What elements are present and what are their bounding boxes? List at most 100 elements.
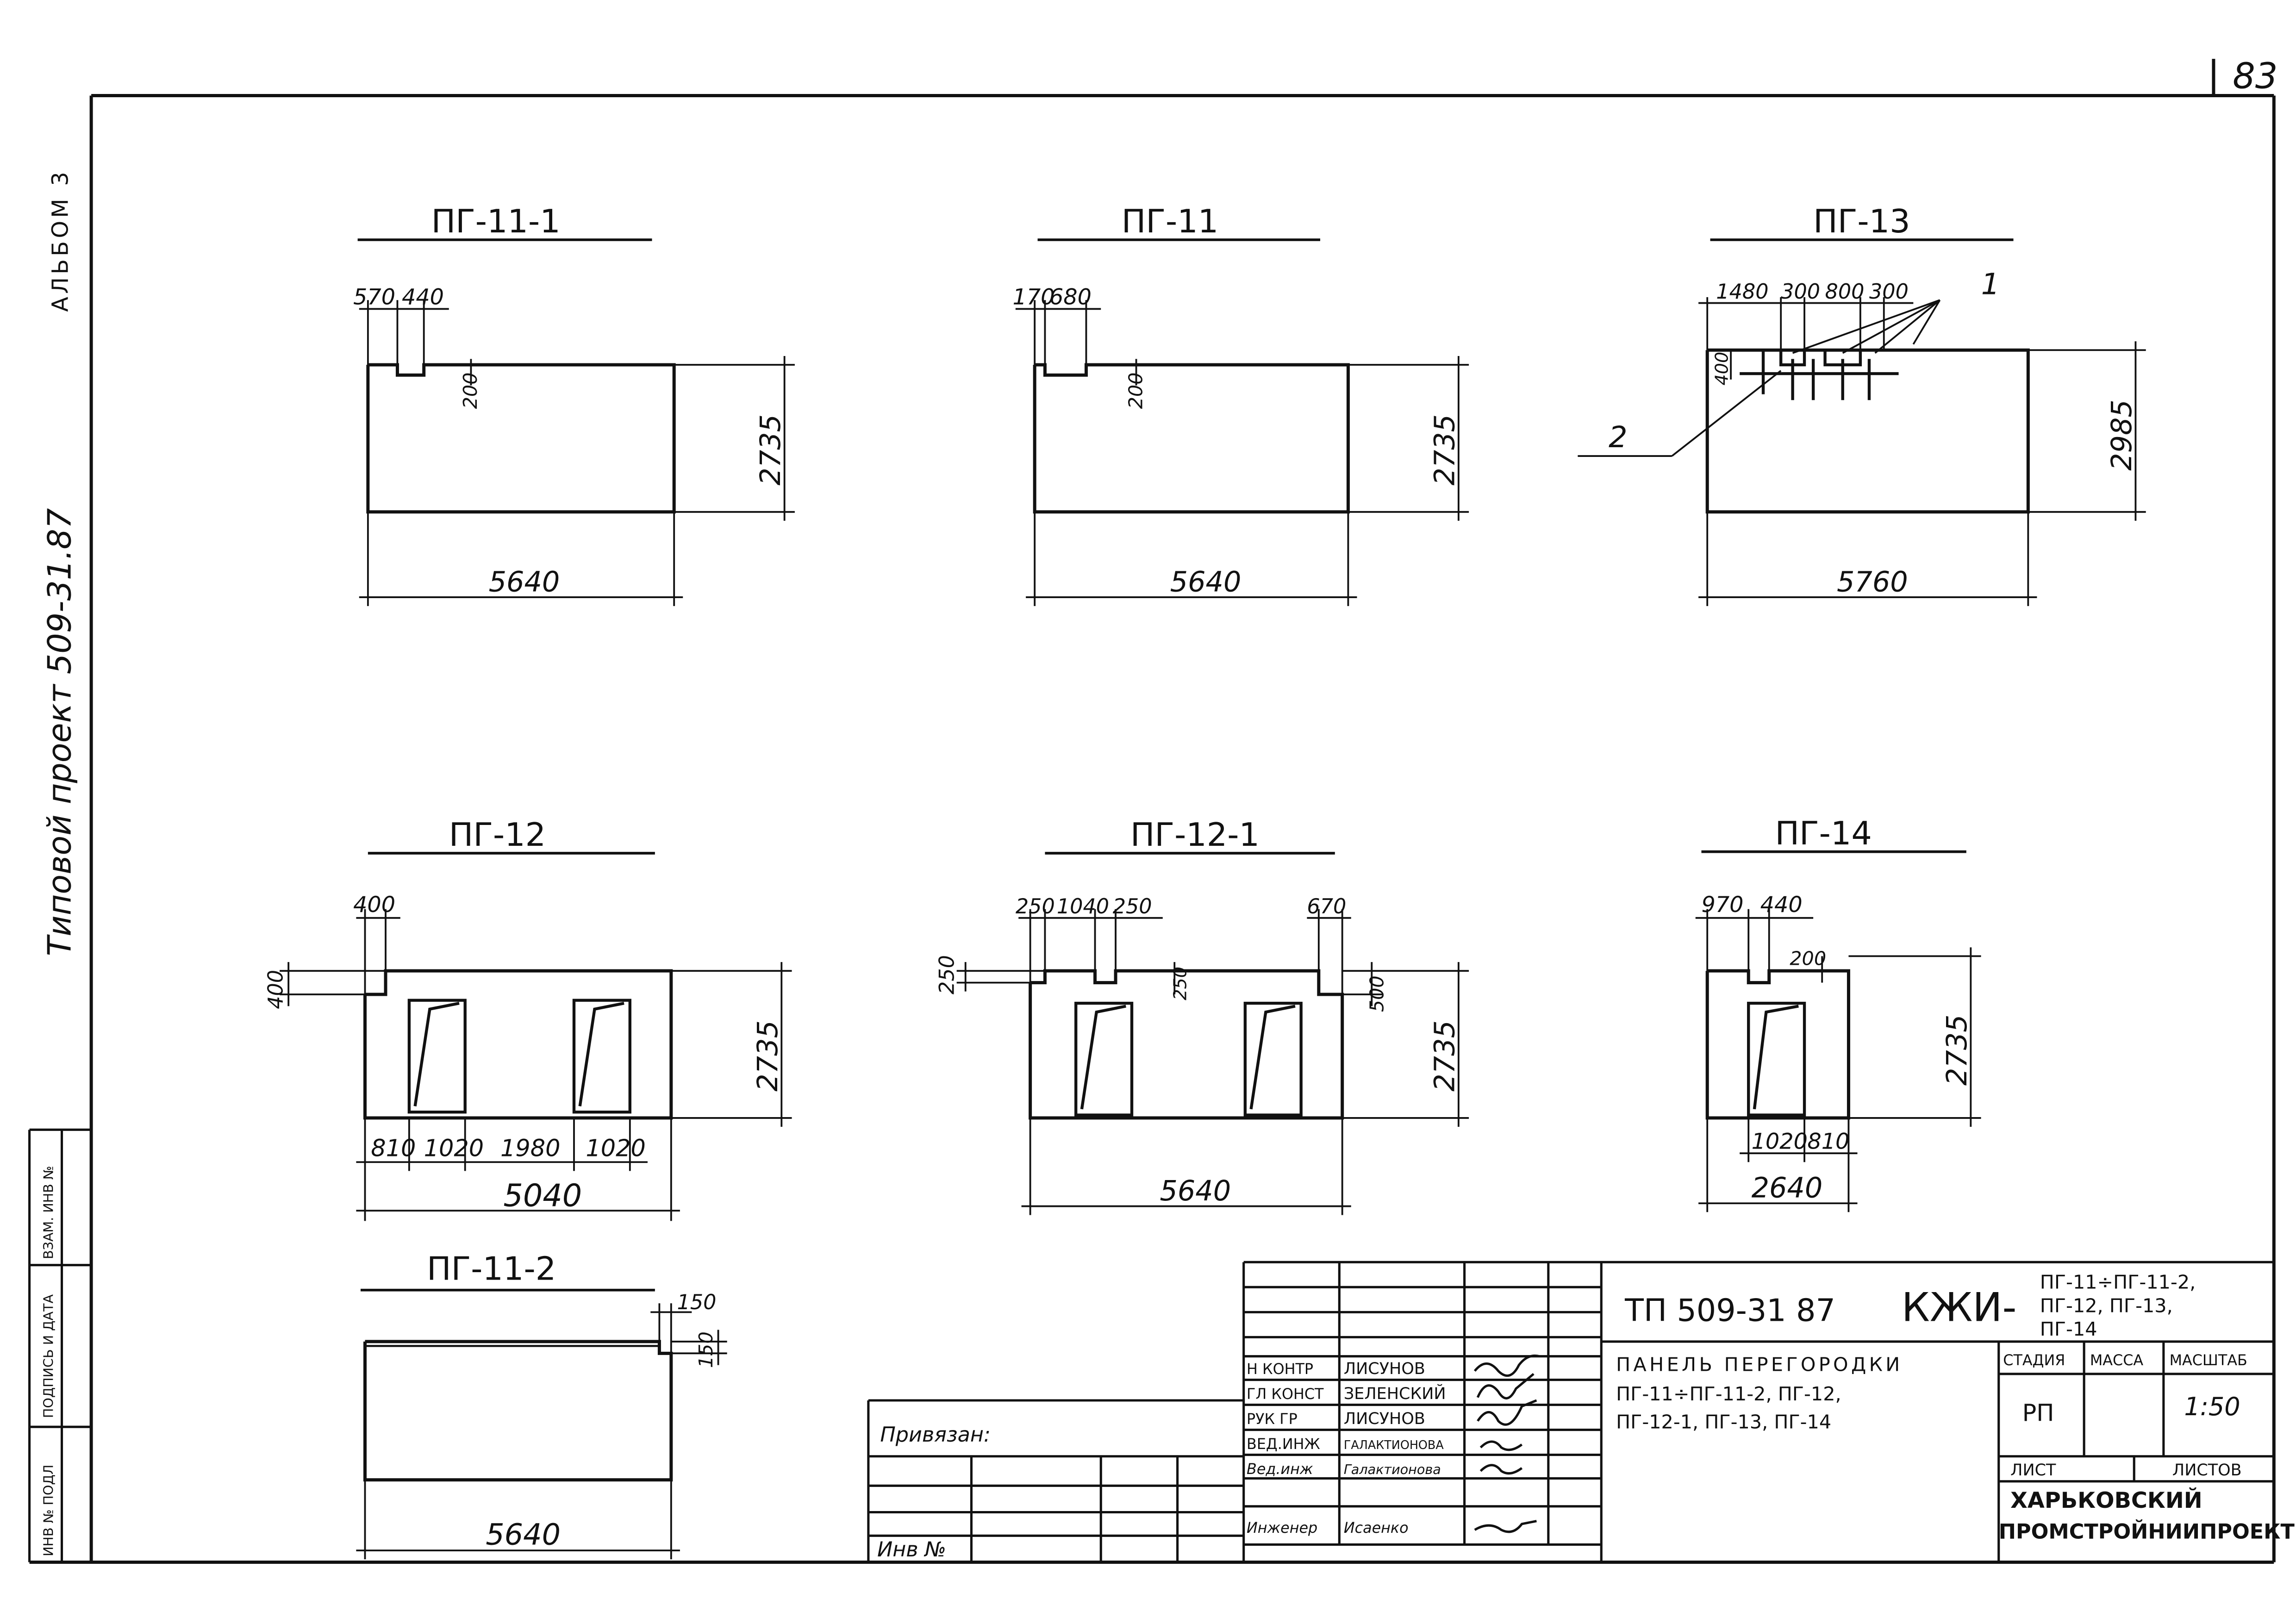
mark-item-2: ПГ-12, ПГ-13,	[2040, 1294, 2173, 1317]
dim-notch-right: 500	[1366, 975, 1388, 1012]
album-label: АЛЬБОМ 3	[48, 169, 73, 312]
dim-top-1: 1480	[1716, 280, 1768, 304]
dim-notch: 200	[1124, 373, 1147, 409]
panel-pg14: ПГ-14 970 440 200 2735 1020 810	[1695, 815, 1981, 1212]
dim-notch: 400	[1712, 352, 1732, 386]
description-line-3: ПГ-12-1, ПГ-13, ПГ-14	[1616, 1411, 1831, 1433]
dim-bottom-2: 810	[1807, 1129, 1849, 1155]
dim-width: 5040	[503, 1178, 582, 1214]
role-3: РУК ГР	[1247, 1411, 1298, 1428]
dim-top-2: 440	[402, 285, 444, 310]
role-4: ВЕД.ИНЖ	[1247, 1436, 1320, 1453]
dim-width: 5640	[1170, 566, 1242, 598]
org-line-1: ХАРЬКОВСКИЙ	[2010, 1487, 2202, 1513]
bound-label: Привязан:	[880, 1423, 991, 1447]
doc-code: ТП 509-31 87	[1624, 1292, 1835, 1328]
panel-title: ПГ-11-1	[431, 203, 561, 240]
dim-side: 250	[935, 955, 959, 994]
stamp-cell-sign: ПОДПИСЬ И ДАТА	[40, 1294, 56, 1418]
dim-top-4: 300	[1869, 280, 1909, 304]
title-block: Привязан: Инв № Н КОНТР ЛИСУНОВ ГЛ КОНСТ…	[867, 1261, 2295, 1562]
dim-bottom-3: 1980	[500, 1135, 560, 1162]
dim-width: 5640	[1160, 1175, 1231, 1207]
name-2: ЗЕЛЕНСКИЙ	[1344, 1384, 1446, 1403]
panel-pg12: ПГ-12 400 400	[264, 816, 792, 1221]
dim-top-1: 570	[353, 285, 395, 310]
description-line-1: ПАНЕЛЬ ПЕРЕГОРОДКИ	[1616, 1353, 1903, 1375]
callout-2: 2	[1609, 420, 1627, 454]
dim-side: 150	[695, 1331, 717, 1368]
stage-value: РП	[2022, 1399, 2054, 1427]
dim-notch: 200	[1790, 947, 1826, 969]
dim-top-2: 300	[1781, 280, 1820, 304]
stamp-cell-inv: ИНВ № ПОДЛ	[40, 1465, 56, 1556]
sheets-label: ЛИСТОВ	[2172, 1461, 2242, 1480]
panel-title: ПГ-14	[1775, 815, 1872, 852]
dim-height: 2735	[1429, 414, 1461, 486]
name-6: Исаенко	[1344, 1520, 1409, 1537]
dim-height: 2735	[1429, 1020, 1461, 1092]
dim-bottom-2: 1020	[424, 1135, 484, 1162]
dim-notch: 200	[459, 373, 481, 409]
dim-top-1: 250	[1016, 895, 1055, 918]
dim-width: 5640	[486, 1517, 561, 1551]
panel-title: ПГ-11-2	[427, 1250, 556, 1287]
dim-top-3: 800	[1825, 280, 1865, 304]
org-line-2: ПРОМСТРОЙНИИПРОЕКТ	[1999, 1519, 2295, 1544]
dim-top: 150	[677, 1291, 717, 1314]
header-scale: МАСШТАБ	[2170, 1352, 2247, 1369]
dim-bottom-1: 1020	[1752, 1129, 1808, 1155]
name-3: ЛИСУНОВ	[1344, 1410, 1425, 1428]
page-number: 83	[2233, 56, 2277, 97]
sheet-label: ЛИСТ	[2010, 1461, 2056, 1480]
dim-top: 400	[353, 892, 395, 918]
header-mass: МАССА	[2090, 1352, 2144, 1369]
dim-height: 2735	[1941, 1014, 1973, 1086]
dim-top-2: 680	[1049, 285, 1092, 310]
dim-height: 2735	[755, 414, 787, 486]
dim-top-2: 1040	[1057, 895, 1109, 918]
dim-width: 5640	[489, 566, 560, 598]
panel-pg11-1: ПГ-11-1 570 440 200 2735 5640	[353, 203, 795, 606]
callout-1: 1	[1981, 267, 2000, 301]
scale-value: 1:50	[2184, 1392, 2240, 1421]
dim-height: 2985	[2106, 400, 2138, 471]
sheet-frame	[29, 59, 2276, 1564]
dim-top-3: 250	[1113, 895, 1152, 918]
panel-title: ПГ-12-1	[1130, 816, 1260, 854]
name-4: ГАЛАКТИОНОВА	[1344, 1438, 1444, 1452]
dim-top-1: 970	[1701, 892, 1743, 918]
role-2: ГЛ КОНСТ	[1247, 1386, 1324, 1403]
stamp-cell-vzam: ВЗАМ. ИНВ №	[40, 1166, 56, 1259]
doc-mark: КЖИ-	[1902, 1284, 2017, 1330]
panel-pg11: ПГ-11 170 680 200 2735 5640	[1012, 203, 1469, 606]
roles-table: Н КОНТР ЛИСУНОВ ГЛ КОНСТ ЗЕЛЕНСКИЙ РУК Г…	[1247, 1360, 1446, 1537]
name-1: ЛИСУНОВ	[1344, 1360, 1425, 1378]
panel-pg11-2: ПГ-11-2 150 150 5640	[356, 1250, 727, 1560]
project-label: Типовой проект 509-31.87	[41, 508, 79, 956]
panel-pg12-1: ПГ-12-1	[935, 816, 1469, 1215]
dim-width: 5760	[1837, 566, 1908, 598]
panel-title: ПГ-11	[1122, 203, 1218, 240]
description-line-2: ПГ-11÷ПГ-11-2, ПГ-12,	[1616, 1383, 1841, 1405]
mark-item-1: ПГ-11÷ПГ-11-2,	[2040, 1271, 2196, 1293]
dim-bottom-4: 1020	[586, 1135, 645, 1162]
signatures	[1473, 1354, 1540, 1533]
side-margin: АЛЬБОМ 3 Типовой проект 509-31.87 ИНВ № …	[28, 169, 92, 1562]
dim-top-1: 170	[1012, 285, 1054, 310]
dim-notch: 250	[1170, 967, 1191, 1000]
role-1: Н КОНТР	[1247, 1361, 1313, 1378]
mark-item-3: ПГ-14	[2040, 1318, 2097, 1340]
dim-height: 2735	[752, 1020, 784, 1092]
dim-top-2: 440	[1760, 892, 1803, 918]
dim-width: 2640	[1752, 1172, 1823, 1205]
panel-title: ПГ-13	[1813, 203, 1910, 240]
dim-top-4: 670	[1307, 895, 1346, 918]
inv-no-label: Инв №	[877, 1538, 946, 1562]
panel-pg13: ПГ-13	[1578, 203, 2146, 606]
panel-title: ПГ-12	[449, 816, 546, 854]
role-5: Вед.инж	[1247, 1461, 1313, 1478]
dim-side: 400	[264, 970, 287, 1009]
role-6: Инженер	[1247, 1520, 1317, 1537]
